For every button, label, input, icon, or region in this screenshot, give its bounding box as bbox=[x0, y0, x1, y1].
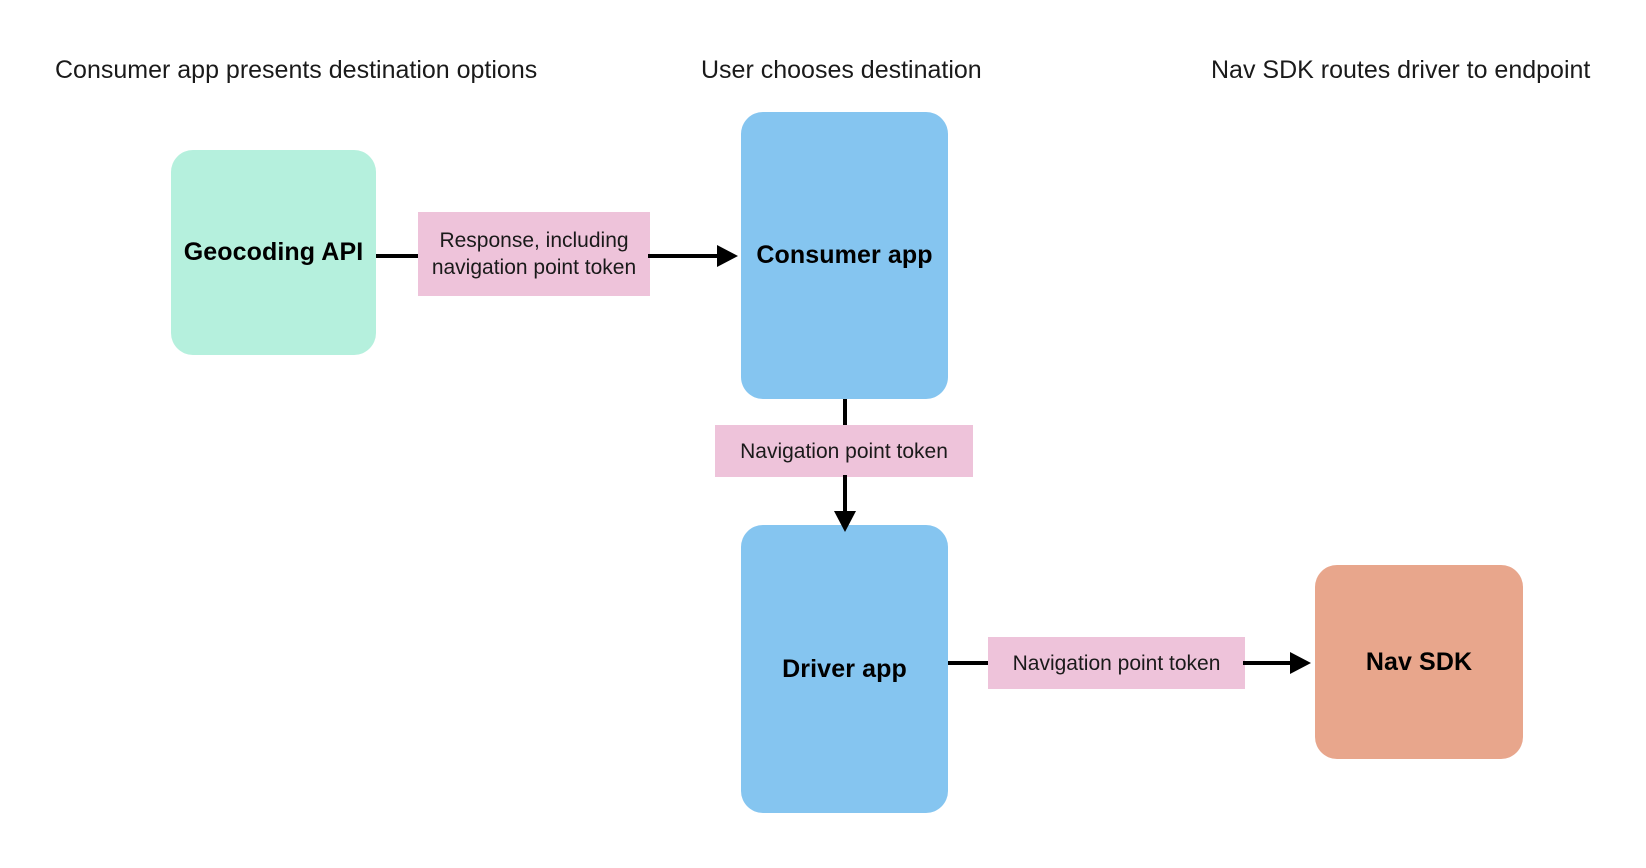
arrowhead-right-icon bbox=[717, 245, 738, 267]
connector-label-to-driver-app bbox=[843, 475, 847, 513]
connector-consumer-app-to-label bbox=[843, 399, 847, 427]
connector-label-to-nav-sdk bbox=[1243, 661, 1291, 665]
arrowhead-right-icon bbox=[1290, 652, 1311, 674]
connector-label-to-consumer-app bbox=[648, 254, 718, 258]
connector-geocoding-to-label bbox=[376, 254, 420, 258]
column-header-nav-sdk-routes: Nav SDK routes driver to endpoint bbox=[1211, 56, 1591, 84]
edge-label-navigation-point-token-driver-to-navsdk: Navigation point token bbox=[988, 637, 1245, 689]
node-geocoding-api[interactable]: Geocoding API bbox=[171, 150, 376, 355]
arrowhead-down-icon bbox=[834, 511, 856, 532]
connector-driver-app-to-label bbox=[948, 661, 990, 665]
column-header-user-chooses: User chooses destination bbox=[701, 56, 982, 84]
node-consumer-app[interactable]: Consumer app bbox=[741, 112, 948, 399]
node-nav-sdk[interactable]: Nav SDK bbox=[1315, 565, 1523, 759]
node-driver-app[interactable]: Driver app bbox=[741, 525, 948, 813]
edge-label-navigation-point-token-consumer-to-driver: Navigation point token bbox=[715, 425, 973, 477]
column-header-consumer-app-presents: Consumer app presents destination option… bbox=[55, 56, 538, 84]
edge-label-response-including-navigation-point-token: Response, including navigation point tok… bbox=[418, 212, 650, 296]
